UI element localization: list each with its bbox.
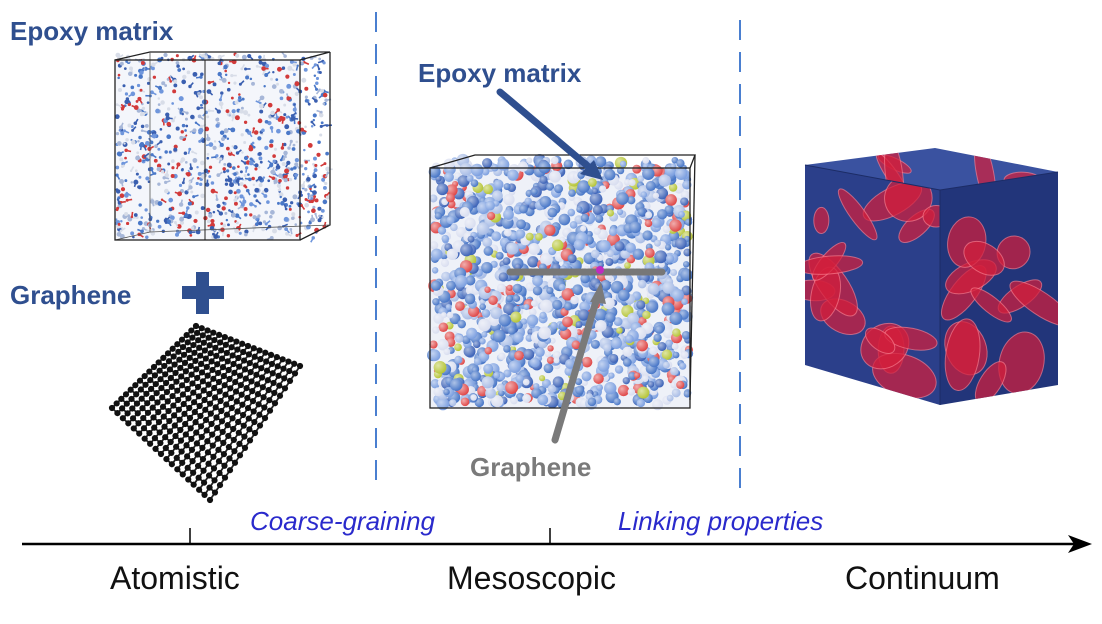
mesoscopic-scale-label: Mesoscopic — [447, 560, 616, 596]
continuum-cube — [804, 148, 1059, 405]
continuum-scale-label: Continuum — [845, 560, 1000, 596]
graphene-pointer-arrow — [551, 282, 606, 444]
atomistic-graphene-label: Graphene — [10, 280, 132, 310]
atomistic-epoxy-cube — [114, 51, 333, 243]
linking-properties-label: Linking properties — [618, 506, 824, 536]
scale-axis-arrow — [22, 528, 1092, 553]
coarse-graining-label: Coarse-graining — [250, 506, 435, 536]
mesoscopic-epoxy-label: Epoxy matrix — [418, 58, 582, 88]
plus-icon — [182, 272, 224, 314]
mesoscopic-cube — [427, 153, 696, 411]
graphene-sheet — [108, 322, 304, 504]
atomistic-epoxy-label: Epoxy matrix — [10, 16, 174, 46]
epoxy-pointer-arrow — [496, 88, 603, 180]
mesoscopic-graphene-label: Graphene — [470, 452, 592, 482]
atomistic-scale-label: Atomistic — [110, 560, 240, 596]
